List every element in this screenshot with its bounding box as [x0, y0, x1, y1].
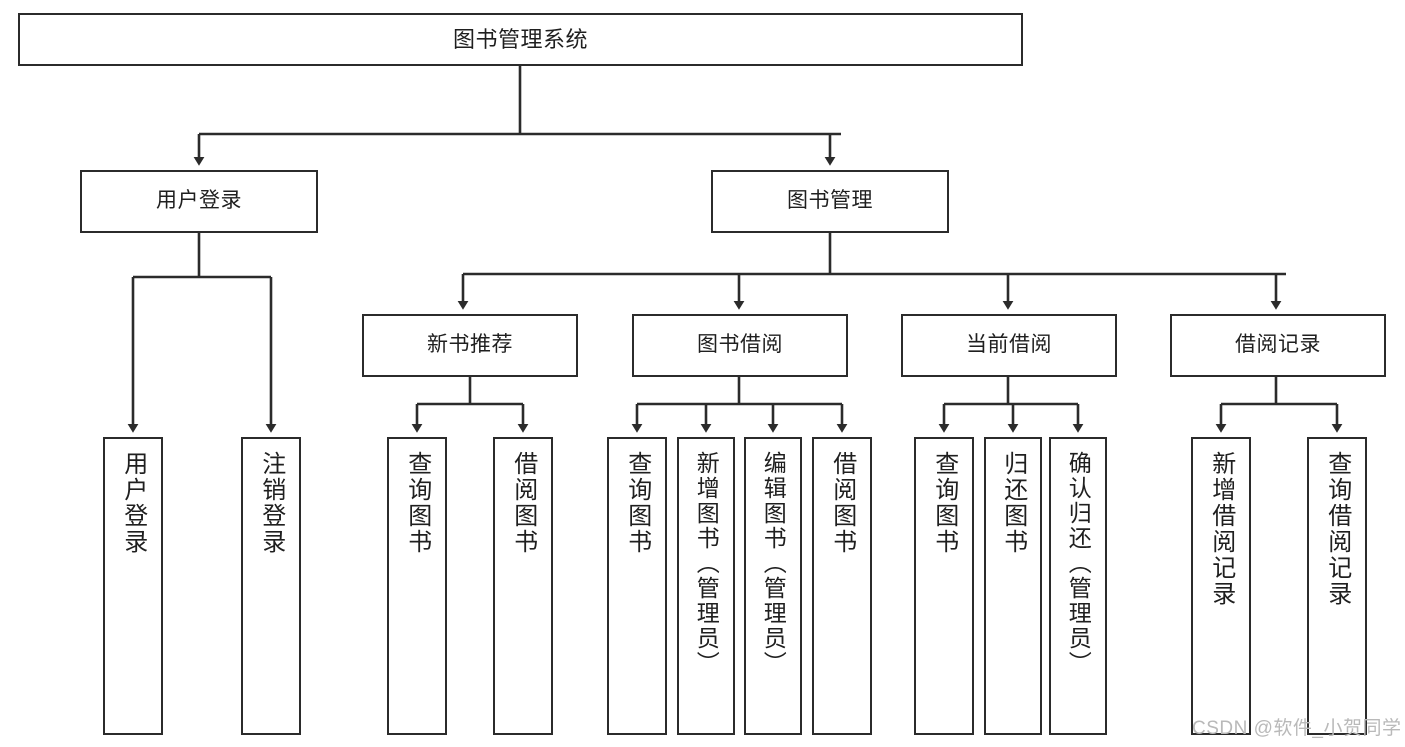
node-label: 当前借阅: [966, 333, 1052, 357]
node-label: 注销登录: [257, 451, 285, 555]
leaf-current-confirm-return[interactable]: 确认归还（管理员）: [1049, 437, 1107, 735]
node-root-system[interactable]: 图书管理系统: [18, 13, 1023, 66]
node-label: 归还图书: [999, 451, 1027, 555]
node-label: 用户登录: [119, 451, 147, 555]
node-label: 新增图书（管理员）: [693, 451, 720, 676]
leaf-current-query[interactable]: 查询图书: [914, 437, 974, 735]
node-new-book-recommend[interactable]: 新书推荐: [362, 314, 578, 377]
csdn-watermark: CSDN @软件_小贺同学: [1192, 718, 1402, 739]
node-book-management[interactable]: 图书管理: [711, 170, 949, 233]
node-current-borrow[interactable]: 当前借阅: [901, 314, 1117, 377]
node-label: 查询图书: [930, 451, 958, 555]
leaf-user-login-login[interactable]: 用户登录: [103, 437, 163, 735]
leaf-new-book-borrow[interactable]: 借阅图书: [493, 437, 553, 735]
node-book-borrow[interactable]: 图书借阅: [632, 314, 848, 377]
node-label: 借阅图书: [828, 451, 856, 555]
leaf-book-borrow-edit[interactable]: 编辑图书（管理员）: [744, 437, 802, 735]
leaf-book-borrow-borrow[interactable]: 借阅图书: [812, 437, 872, 735]
leaf-current-return[interactable]: 归还图书: [984, 437, 1042, 735]
node-label: 查询借阅记录: [1323, 451, 1351, 607]
node-label: 查询图书: [623, 451, 651, 555]
leaf-user-login-logout[interactable]: 注销登录: [241, 437, 301, 735]
node-label: 新增借阅记录: [1207, 451, 1235, 607]
node-label: 编辑图书（管理员）: [760, 451, 787, 676]
leaf-book-borrow-query[interactable]: 查询图书: [607, 437, 667, 735]
node-label: 图书借阅: [697, 333, 783, 357]
node-user-login[interactable]: 用户登录: [80, 170, 318, 233]
node-label: 查询图书: [403, 451, 431, 555]
node-label: 借阅记录: [1235, 333, 1321, 357]
node-label: 确认归还（管理员）: [1065, 451, 1092, 676]
node-borrow-records[interactable]: 借阅记录: [1170, 314, 1386, 377]
leaf-book-borrow-add[interactable]: 新增图书（管理员）: [677, 437, 735, 735]
leaf-new-book-query[interactable]: 查询图书: [387, 437, 447, 735]
node-label: 借阅图书: [509, 451, 537, 555]
leaf-records-add[interactable]: 新增借阅记录: [1191, 437, 1251, 735]
node-label: 图书管理: [787, 189, 873, 213]
node-label: 新书推荐: [427, 333, 513, 357]
node-label: 用户登录: [156, 189, 242, 213]
node-label: 图书管理系统: [452, 26, 588, 52]
leaf-records-query[interactable]: 查询借阅记录: [1307, 437, 1367, 735]
